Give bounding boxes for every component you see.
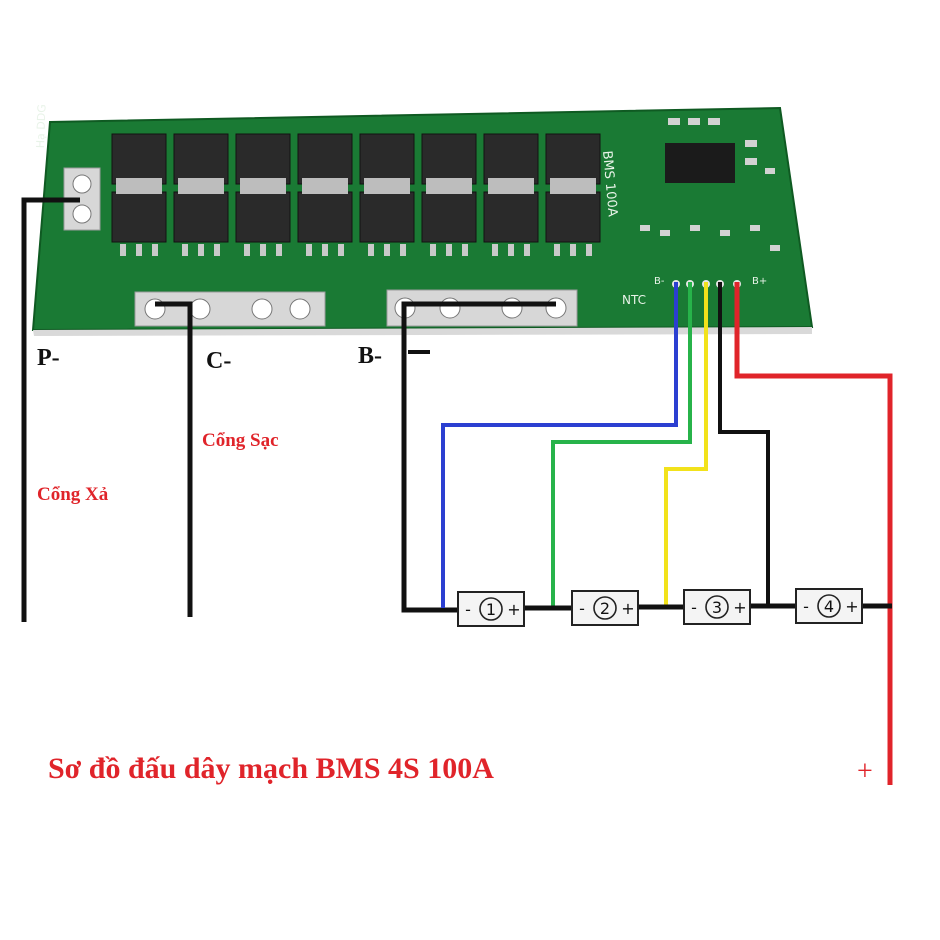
cell-minus-sign: -	[579, 599, 585, 618]
discharge-port-label: Cổng Xả	[37, 484, 109, 505]
cell-minus-sign: -	[465, 600, 471, 619]
mosfet	[173, 133, 229, 186]
board-side-mark: Hạ DDG	[34, 104, 49, 149]
control-ic	[665, 143, 735, 183]
ntc-label: NTC	[622, 293, 646, 307]
cell-number: 2	[600, 599, 610, 618]
control-components	[640, 118, 780, 251]
mosfet	[483, 186, 539, 256]
pcb-board-edge	[33, 327, 812, 336]
wire-green	[551, 282, 692, 606]
cell-number: 3	[712, 598, 722, 617]
cell-plus-sign: +	[733, 598, 746, 617]
cell-plus-sign: +	[845, 597, 858, 616]
mosfet	[111, 133, 167, 186]
cell-number: 4	[824, 597, 834, 616]
mosfet	[297, 133, 353, 186]
wire-yellow	[664, 282, 708, 605]
wire-black-balance	[718, 282, 770, 605]
diagram-title: Sơ đồ đấu dây mạch BMS 4S 100A	[48, 752, 494, 785]
cell-plus-sign: +	[507, 600, 520, 619]
mosfet	[483, 133, 539, 186]
c-minus-label: C-	[206, 348, 232, 374]
mosfet	[359, 186, 415, 256]
mosfet	[421, 186, 477, 256]
mosfet	[545, 186, 601, 256]
wire-b-minus	[401, 301, 556, 613]
wire-red	[734, 282, 893, 785]
b-minus-label: B-	[358, 343, 382, 369]
wire-c-minus	[155, 301, 193, 617]
battery-cell: -3 +	[683, 589, 751, 625]
mosfet	[173, 186, 229, 256]
cell-minus-sign: -	[691, 598, 697, 617]
mosfet	[111, 186, 167, 256]
mosfet	[545, 133, 601, 186]
b-minus-pin-label: B-	[654, 276, 665, 287]
battery-cells: -1+-2+-3+-4+	[457, 588, 863, 627]
mosfet	[235, 186, 291, 256]
wire-p-minus	[21, 197, 80, 622]
battery-cell: -4 +	[795, 588, 863, 624]
p-minus-label: P-	[37, 345, 60, 371]
cell-number: 1	[486, 600, 496, 619]
mosfet	[297, 186, 353, 256]
battery-cell: -2 +	[571, 590, 639, 626]
b-plus-pin-label: B+	[752, 276, 768, 287]
mosfet	[359, 133, 415, 186]
cell-plus-sign: +	[621, 599, 634, 618]
battery-cell: -1 +	[457, 591, 525, 627]
mosfet-array	[111, 133, 601, 256]
mosfet	[235, 133, 291, 186]
pad-b-minus	[386, 289, 578, 327]
cell-minus-sign: -	[803, 597, 809, 616]
charge-port-label: Cổng Sạc	[202, 430, 279, 451]
plus-label: +	[857, 756, 873, 787]
mosfet	[421, 133, 477, 186]
wire-blue	[441, 282, 678, 608]
